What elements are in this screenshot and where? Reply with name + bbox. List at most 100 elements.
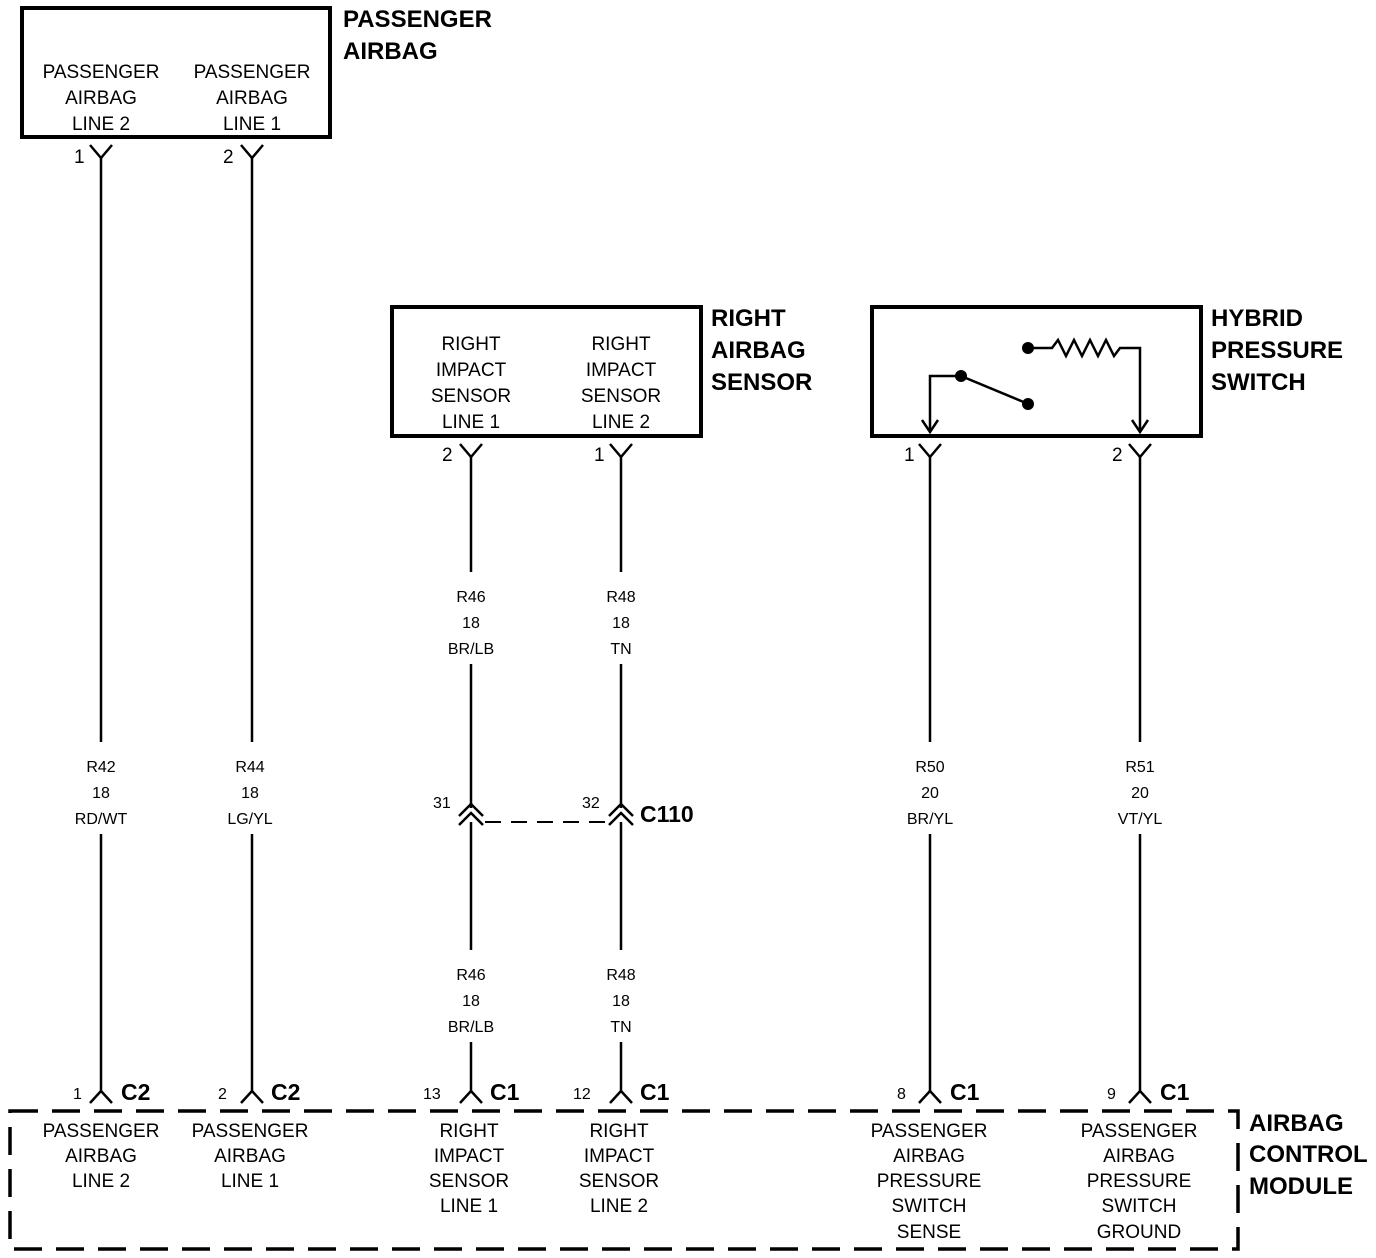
acm-pin-number: 13 (423, 1086, 441, 1103)
ras-pin-a-label-4: LINE 1 (442, 412, 500, 433)
acm-pin-label-1: RIGHT (589, 1121, 649, 1142)
c110-pin-b-number: 32 (582, 795, 600, 812)
acm-pin-label-1: PASSENGER (1081, 1121, 1198, 1142)
acm-connector-name: C2 (121, 1079, 150, 1105)
acm-pin-label-3: LINE 2 (72, 1171, 130, 1192)
wire-r50-color: BR/YL (907, 811, 953, 828)
wire-r46-lower-label: R46 18 BR/LB (448, 967, 494, 1036)
wire-r48-upper-label: R48 18 TN (606, 589, 635, 658)
ras-pin-b-label-3: SENSOR (581, 386, 661, 407)
female-terminal-icon (918, 443, 942, 459)
acm-pin-label-1: PASSENGER (43, 1121, 160, 1142)
wire-r46-upper-gauge: 18 (462, 615, 480, 632)
acm-connector-name: C1 (1160, 1079, 1190, 1105)
female-terminal-icon (458, 811, 484, 826)
acm-title-line1: AIRBAG (1249, 1110, 1344, 1137)
acm-pin-number: 1 (73, 1086, 82, 1103)
acm-title-line2: CONTROL (1249, 1141, 1368, 1168)
female-terminal-icon (609, 443, 633, 459)
wire-r51-gauge: 20 (1131, 785, 1149, 802)
hps-title-line1: HYBRID (1211, 305, 1303, 332)
acm-pin-12-c1: 12 C1 RIGHT IMPACT SENSOR LINE 2 (573, 1079, 670, 1217)
acm-pin-number: 12 (573, 1086, 591, 1103)
acm-connector-name: C1 (950, 1079, 980, 1105)
wire-r42-gauge: 18 (92, 785, 110, 802)
acm-pin-label-2: AIRBAG (1103, 1146, 1175, 1167)
right-airbag-sensor-box (390, 305, 703, 438)
wire-r48-upper-circuit: R48 (606, 589, 635, 606)
acm-pin-label-4: SWITCH (892, 1196, 967, 1217)
wire-r44-circuit: R44 (235, 759, 264, 776)
ras-title-line1: RIGHT (711, 305, 786, 332)
wire-r44-label: R44 18 LG/YL (227, 759, 272, 828)
female-terminal-icon (89, 1089, 113, 1104)
ras-pin-b-number: 1 (594, 445, 605, 466)
female-terminal-icon (459, 1089, 483, 1104)
wire-r42-color: RD/WT (75, 811, 128, 828)
acm-pin-label-5: SENSE (897, 1222, 961, 1243)
wire-r50-gauge: 20 (921, 785, 939, 802)
wire-r51-color: VT/YL (1118, 811, 1163, 828)
pab-pin-b-label-3: LINE 1 (223, 114, 281, 135)
pab-pin-a-label-1: PASSENGER (43, 62, 160, 83)
acm-pin-label-1: RIGHT (439, 1121, 499, 1142)
wire-r42-label: R42 18 RD/WT (75, 759, 128, 828)
wire-r46-upper-color: BR/LB (448, 641, 494, 658)
acm-pin-label-3: SENSOR (429, 1171, 509, 1192)
wire-r51-circuit: R51 (1125, 759, 1154, 776)
ras-pin-a-label-1: RIGHT (441, 334, 501, 355)
female-terminal-icon (459, 443, 483, 459)
acm-pin-2-c2: 2 C2 PASSENGER AIRBAG LINE 1 (192, 1079, 309, 1192)
pab-pin-b-label-2: AIRBAG (216, 88, 288, 109)
male-terminal-icon (458, 802, 484, 817)
acm-pin-label-1: PASSENGER (871, 1121, 988, 1142)
wire-r44-color: LG/YL (227, 811, 272, 828)
female-terminal-icon (609, 1089, 633, 1104)
hps-pin-b-number: 2 (1112, 445, 1123, 466)
wire-r50-label: R50 20 BR/YL (907, 759, 953, 828)
acm-pin-number: 9 (1107, 1086, 1116, 1103)
acm-connector-name: C2 (271, 1079, 300, 1105)
female-terminal-icon (240, 144, 264, 160)
ras-pin-b-label-4: LINE 2 (592, 412, 650, 433)
female-terminal-icon (608, 811, 634, 826)
acm-dashed-outline (8, 1109, 1240, 1251)
acm-pin-label-3: SENSOR (579, 1171, 659, 1192)
wire-r48-lower-circuit: R48 (606, 967, 635, 984)
inline-connector-c110: 31 32 C110 (433, 795, 694, 827)
pab-pin-a-label-3: LINE 2 (72, 114, 130, 135)
switch-icon (920, 370, 1034, 435)
hps-title-line3: SWITCH (1211, 369, 1306, 396)
wire-r46-lower-gauge: 18 (462, 993, 480, 1010)
resistor-icon (1022, 337, 1150, 435)
acm-pin-label-5: GROUND (1097, 1222, 1181, 1243)
ras-pin-a-number: 2 (442, 445, 453, 466)
c110-pin-a-number: 31 (433, 795, 451, 812)
acm-title-line3: MODULE (1249, 1173, 1353, 1200)
ras-pin-b-label-2: IMPACT (586, 360, 657, 381)
acm-pin-label-1: PASSENGER (192, 1121, 309, 1142)
acm-pin-label-4: LINE 2 (590, 1196, 648, 1217)
wire-r46-lower-color: BR/LB (448, 1019, 494, 1036)
female-terminal-icon (1128, 443, 1152, 459)
wire-r44-gauge: 18 (241, 785, 259, 802)
ras-pin-b-label-1: RIGHT (591, 334, 651, 355)
acm-pin-1-c2: 1 C2 PASSENGER AIRBAG LINE 2 (43, 1079, 160, 1192)
acm-pin-label-2: AIRBAG (214, 1146, 286, 1167)
acm-pin-9-c1: 9 C1 PASSENGER AIRBAG PRESSURE SWITCH GR… (1081, 1079, 1198, 1243)
wire-r48-upper-gauge: 18 (612, 615, 630, 632)
ras-title-line2: AIRBAG (711, 337, 806, 364)
ras-pin-a-label-2: IMPACT (436, 360, 507, 381)
passenger-airbag-title-line1: PASSENGER (343, 6, 492, 33)
acm-connector-name: C1 (640, 1079, 670, 1105)
c110-connector-name: C110 (640, 801, 694, 827)
ras-pin-a-label-3: SENSOR (431, 386, 511, 407)
wire-r48-lower-color: TN (610, 1019, 631, 1036)
hps-title-line2: PRESSURE (1211, 337, 1343, 364)
pab-pin-b-number: 2 (223, 147, 234, 168)
passenger-airbag-component: PASSENGER AIRBAG PASSENGER AIRBAG LINE 2… (20, 6, 492, 168)
acm-pin-label-3: LINE 1 (221, 1171, 279, 1192)
acm-pin-label-2: IMPACT (584, 1146, 655, 1167)
acm-pin-13-c1: 13 C1 RIGHT IMPACT SENSOR LINE 1 (423, 1079, 520, 1217)
